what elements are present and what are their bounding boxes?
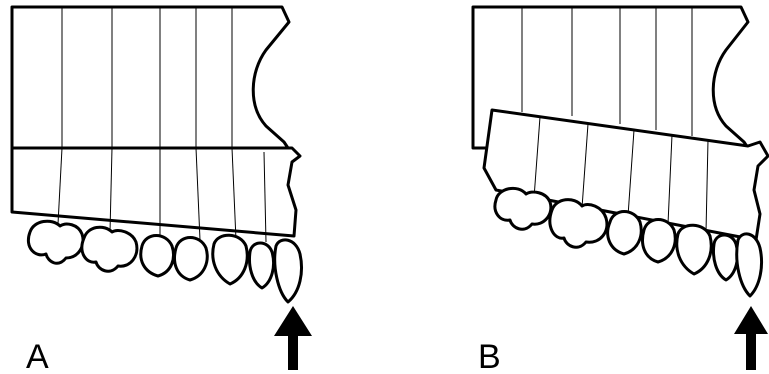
panel-b-premolar-1 (608, 212, 642, 255)
panel-b-central-incisor (737, 234, 762, 296)
panel-a-upper-block (12, 7, 289, 148)
panel-b-premolar-2 (643, 220, 676, 263)
panel-a-premolar-1 (141, 236, 174, 277)
panel-a-label: A (26, 338, 49, 374)
panel-b: B (473, 7, 768, 374)
up-arrow-icon (734, 306, 768, 370)
panel-b-molar-2 (550, 200, 607, 248)
panel-a: A (12, 7, 312, 374)
panel-a-molar-2 (82, 227, 137, 271)
panel-a-canine (213, 235, 247, 284)
panel-b-label: B (478, 338, 501, 374)
panel-a-molar-1 (28, 221, 83, 263)
up-arrow-icon (274, 306, 312, 370)
panel-a-lateral-incisor (250, 243, 274, 288)
panel-b-molar-1 (495, 188, 551, 229)
panel-a-premolar-2 (175, 238, 208, 281)
panel-b-lateral-incisor (714, 235, 738, 280)
panel-b-canine (677, 225, 711, 274)
panel-a-central-incisor (275, 240, 302, 302)
